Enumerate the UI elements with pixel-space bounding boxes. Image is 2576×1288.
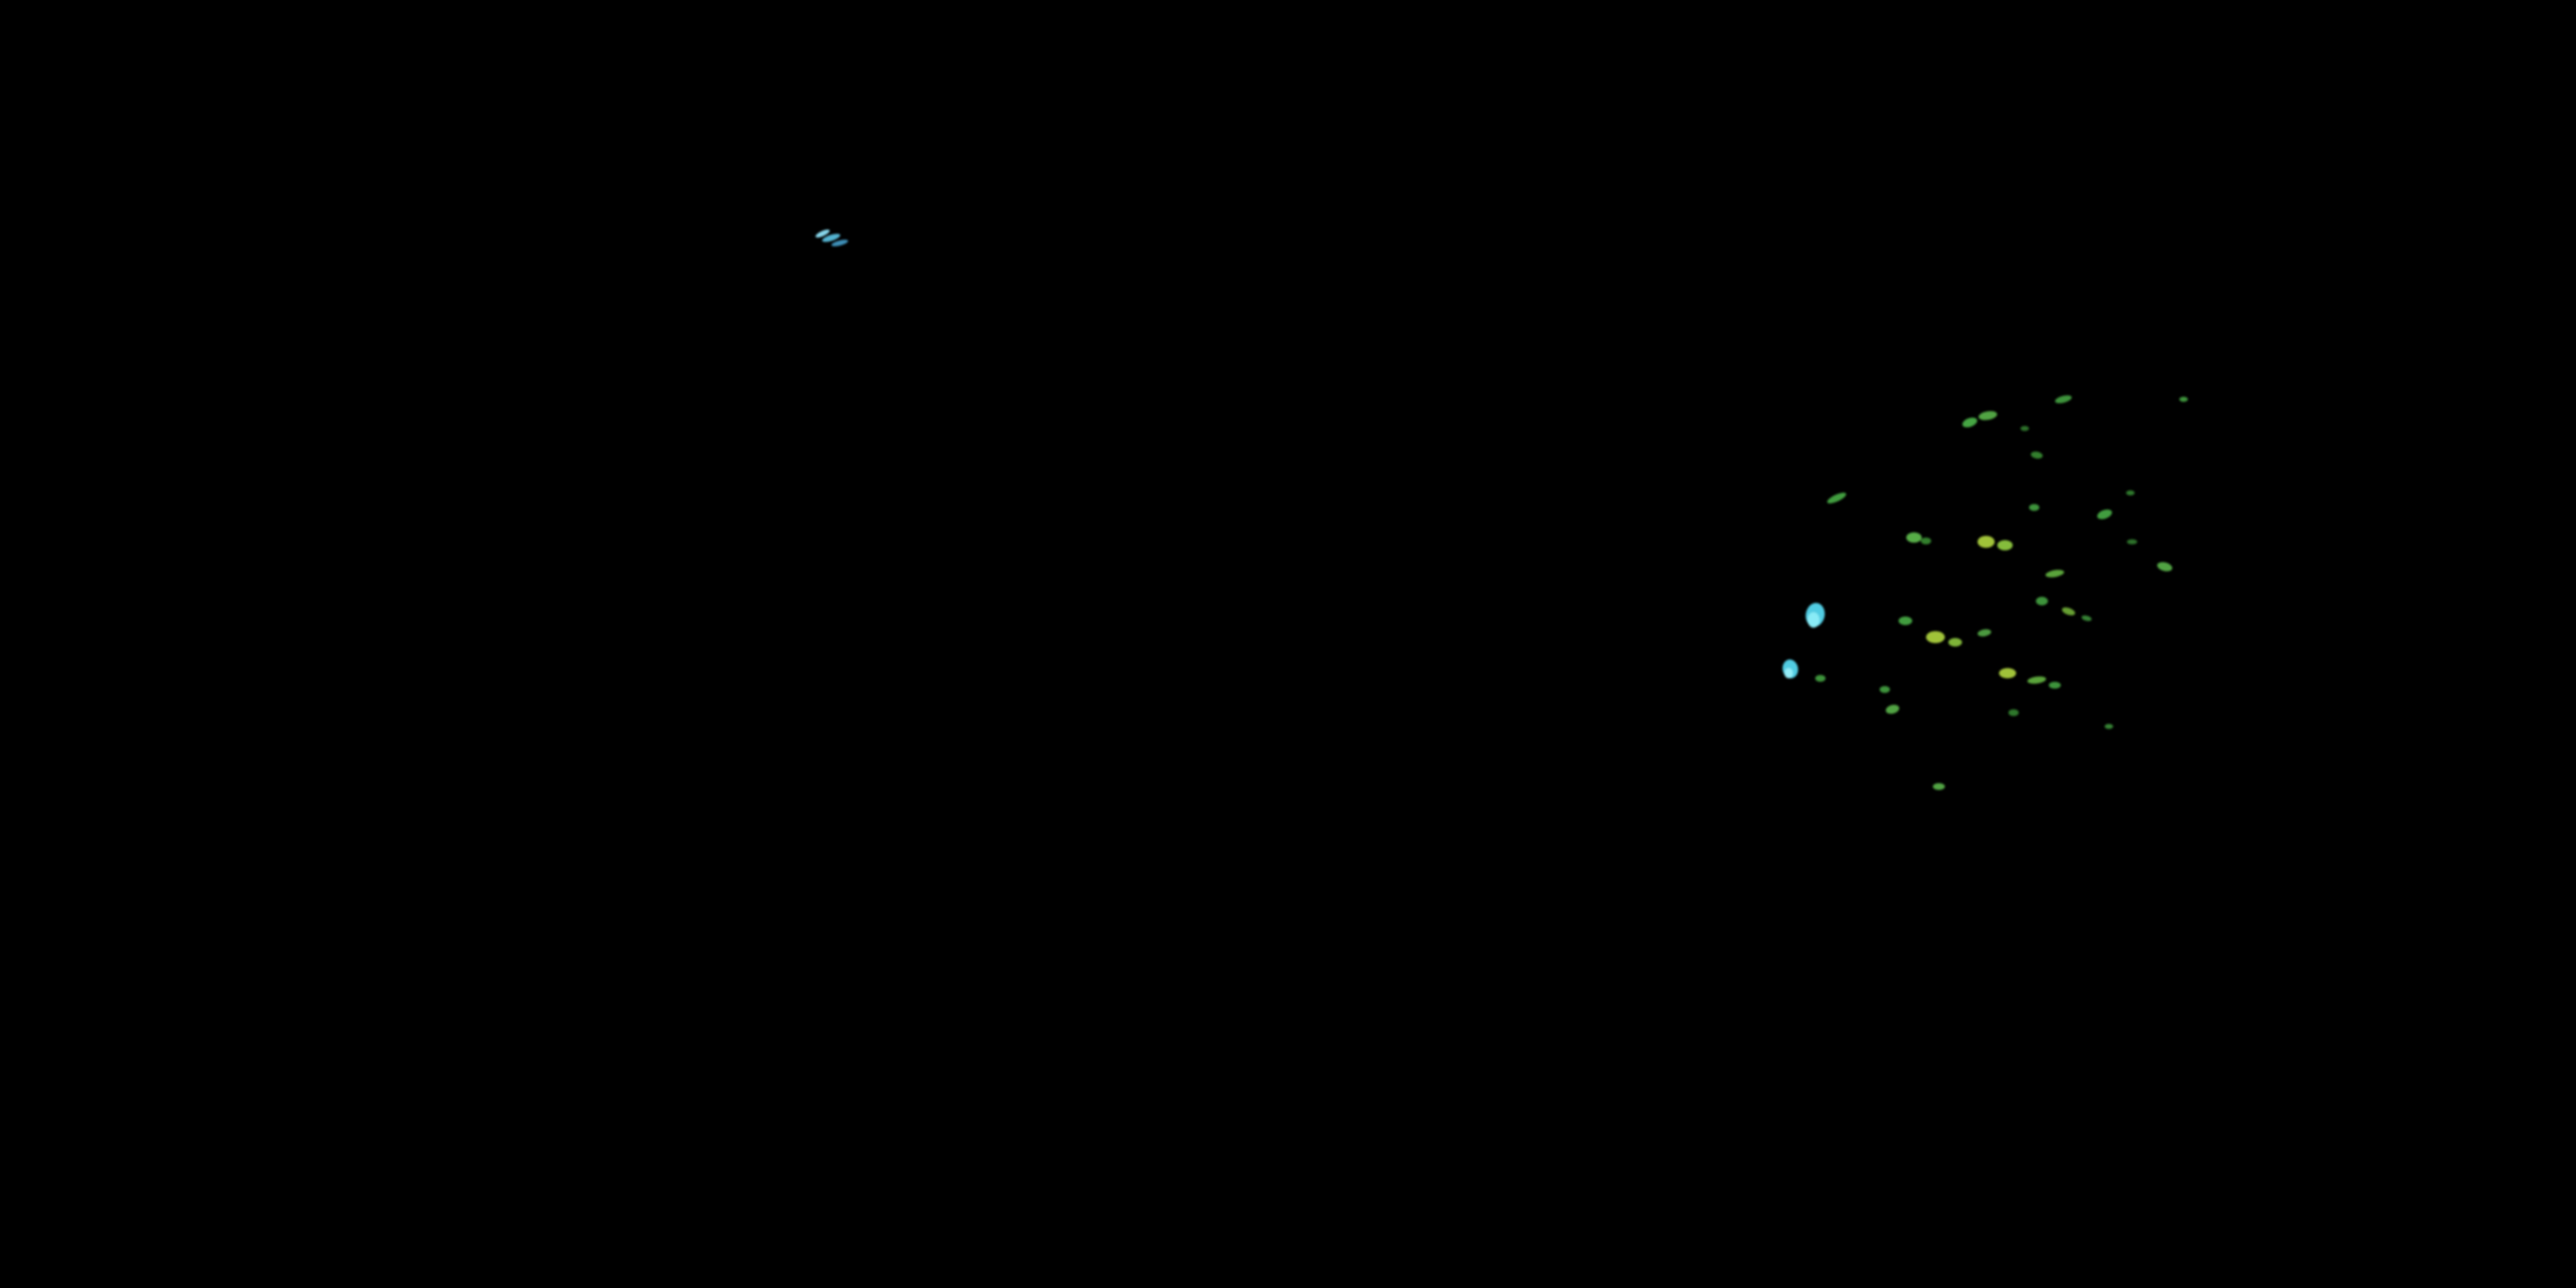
fluorescent-blob — [2126, 490, 2135, 495]
fluorescent-blob — [1921, 538, 1931, 544]
fluorescent-blob — [1997, 540, 2013, 550]
fluorescent-blob — [2127, 539, 2137, 544]
fluorescent-blob — [1807, 612, 1820, 628]
fluorescent-blob — [1978, 410, 1997, 421]
fluorescent-blob — [2031, 451, 2043, 459]
fluorescent-blob — [2062, 607, 2075, 616]
fluorescent-blob — [815, 229, 830, 238]
fluorescent-blob — [1906, 532, 1922, 543]
fluorescent-blob — [2020, 426, 2029, 431]
fluorescent-blob — [1826, 492, 1847, 504]
fluorescent-blob — [1815, 675, 1826, 682]
fluorescent-blob — [2097, 509, 2112, 519]
fluorescent-blob — [1926, 631, 1945, 643]
fluorescent-blob — [2179, 397, 2188, 402]
fluorescent-blob — [831, 240, 848, 246]
fluorescent-blob — [1880, 686, 1890, 693]
fluorescent-blob — [822, 234, 841, 242]
fluorescent-blob — [1784, 668, 1793, 678]
fluorescent-blob — [2036, 597, 2048, 605]
fluorescent-blob — [1978, 536, 1995, 548]
fluorescent-blob — [2029, 504, 2039, 511]
fluorescent-blob — [2105, 724, 2113, 729]
blob-cluster-layer — [815, 229, 2188, 790]
fluorescent-blob — [1933, 783, 1945, 790]
fluorescent-blob — [2081, 615, 2092, 622]
fluorescent-blob — [1999, 668, 2016, 678]
fluorescent-blob — [1948, 638, 1962, 647]
fluorescent-blob — [2055, 395, 2072, 404]
fluorescent-blob — [2027, 676, 2046, 684]
fluorescent-blob — [1962, 417, 1978, 428]
fluorescent-blob — [1899, 617, 1912, 625]
fluorescent-blob — [2045, 569, 2064, 578]
fluorescent-blob — [1978, 629, 1991, 637]
fluorescent-blob — [2049, 682, 2061, 689]
fluorescent-blob — [2157, 562, 2172, 572]
fluorescent-blob — [2008, 709, 2019, 716]
fluorescent-blob — [1886, 704, 1899, 714]
